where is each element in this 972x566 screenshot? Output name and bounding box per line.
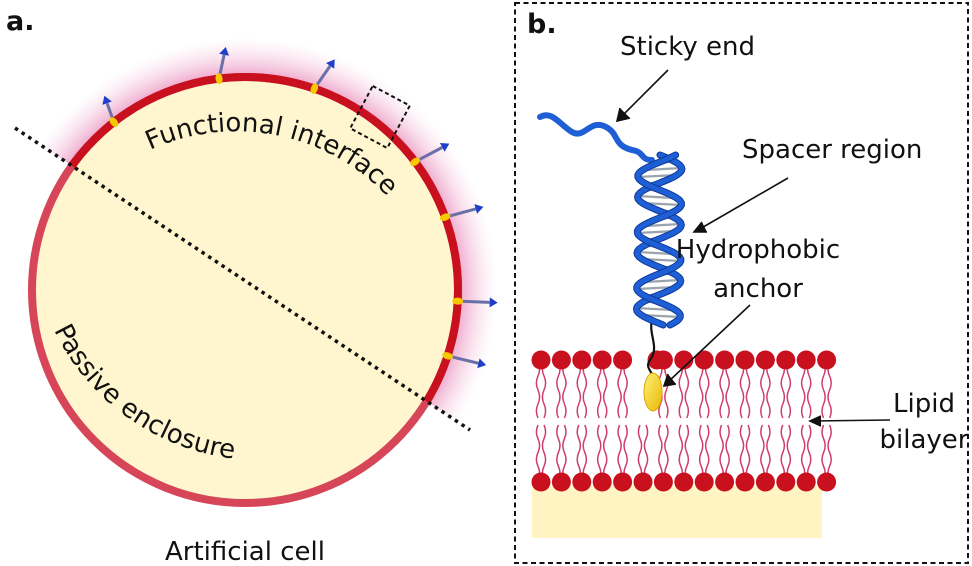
- artificial-cell-caption: Artificial cell: [165, 537, 325, 566]
- lipid-molecule-icon: [653, 424, 673, 492]
- hydrophobic-anchor: [643, 372, 663, 412]
- lipid-molecule-icon: [694, 424, 714, 492]
- substrate: [532, 486, 822, 538]
- callout-arrows: [615, 69, 891, 427]
- lipid-molecule-icon: [694, 350, 714, 419]
- lipid-molecule-icon: [796, 424, 816, 492]
- lipid-molecule-icon: [817, 350, 837, 419]
- hydrophobic-anchor-label-1: Hydrophobic: [676, 235, 840, 265]
- lipid-molecule-icon: [551, 350, 571, 419]
- sticky-end-arrowhead: [615, 107, 631, 123]
- lipid-molecule-icon: [817, 424, 837, 492]
- lipid-molecule-icon: [776, 424, 796, 492]
- sticky-end-label: Sticky end: [620, 32, 755, 62]
- panel-b-frame: [514, 2, 969, 564]
- panel-b: b. Sticky end Spacer region Hydrophobic …: [514, 2, 969, 564]
- lipid-molecule-icon: [796, 350, 816, 419]
- dna-probe-arrow-icon: [102, 95, 119, 127]
- lipid-molecule-icon: [531, 424, 551, 492]
- lipid-molecule-icon: [735, 350, 755, 419]
- spacer-region-label: Spacer region: [742, 135, 922, 165]
- dna-probe-arrow-icon: [310, 59, 335, 94]
- lipid-bilayer-arrowhead: [808, 415, 822, 427]
- lipid-molecule-icon: [735, 424, 755, 492]
- hydrophobic-anchor-arrow: [667, 304, 751, 383]
- lipid-molecule-icon: [592, 350, 612, 419]
- lipid-bilayer-label-1: Lipid: [893, 389, 955, 419]
- dna-probe-arrow-icon: [410, 142, 450, 167]
- anchor-linker: [646, 317, 656, 379]
- sticky-end-arrow: [619, 69, 669, 119]
- spacer-region-arrowhead: [692, 221, 707, 233]
- lipid-molecule-icon: [613, 424, 633, 492]
- probe-group: [102, 46, 498, 369]
- lipid-bilayer-arrow: [811, 419, 891, 422]
- lipid-molecule-icon: [776, 350, 796, 419]
- lipid-molecule-icon: [531, 350, 551, 419]
- dna-probe-arrow-icon: [452, 297, 498, 308]
- lipid-molecule-icon: [674, 350, 694, 419]
- panel-b-label: b.: [527, 9, 557, 40]
- dna-probe-arrow-icon: [215, 46, 230, 85]
- dna-probe-arrow-icon: [442, 352, 487, 369]
- lipid-molecule-icon: [592, 424, 612, 492]
- lipid-molecule-icon: [715, 350, 735, 419]
- divider-line: [14, 126, 471, 432]
- lipid-molecule-icon: [755, 350, 775, 419]
- lipid-bilayer-label-2: bilayer: [880, 425, 969, 455]
- lipid-molecule-icon: [613, 350, 633, 419]
- panel-a: a. Functional interface Passive enclosur…: [0, 6, 498, 566]
- lipid-molecule-icon: [715, 424, 735, 492]
- lipid-molecule-icon: [755, 424, 775, 492]
- highlight-box: [348, 84, 412, 150]
- lipid-molecule-icon: [572, 424, 592, 492]
- lipid-molecule-icon: [674, 424, 694, 492]
- dna-probe-arrow-icon: [439, 204, 484, 221]
- lipid-molecule-icon: [551, 424, 571, 492]
- panel-a-label: a.: [6, 6, 34, 37]
- spacer-region-arrow: [697, 177, 789, 231]
- dna-strand: [537, 112, 686, 329]
- lipid-molecule-icon: [572, 350, 592, 419]
- hydrophobic-anchor-arrowhead: [662, 373, 677, 388]
- lipid-bilayer: [531, 350, 837, 492]
- hydrophobic-anchor-label-2: anchor: [713, 274, 803, 304]
- lipid-molecule-icon: [633, 424, 653, 492]
